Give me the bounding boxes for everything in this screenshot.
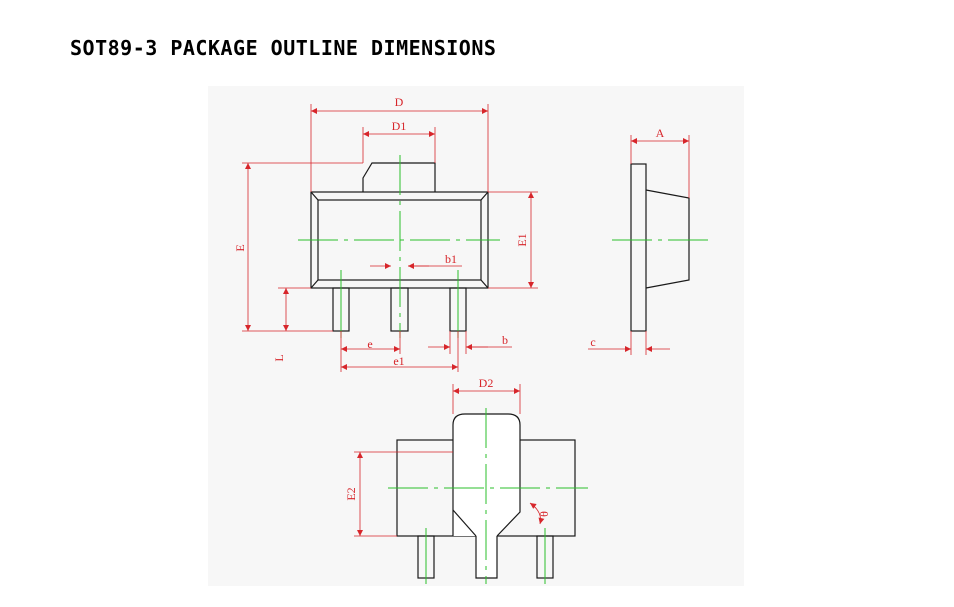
dim-label-b: b <box>502 333 508 347</box>
dim-label-theta: θ <box>537 511 551 517</box>
dim-label-d2: D2 <box>479 376 494 390</box>
dim-label-e1: E1 <box>515 233 529 246</box>
dim-label-b1: b1 <box>445 252 457 266</box>
top-view-dimensions <box>242 104 538 372</box>
side-view <box>630 163 690 332</box>
dim-label-e1-pitch: e1 <box>393 354 404 368</box>
side-view-lead <box>630 163 647 332</box>
dim-label-e: E <box>233 244 247 251</box>
dim-label-c: c <box>590 335 595 349</box>
dim-label-d1: D1 <box>392 119 407 133</box>
bottom-view-dimensions <box>354 384 545 537</box>
dim-label-e-pitch: e <box>367 337 372 351</box>
dim-label-e2: E2 <box>344 487 358 500</box>
dim-label-l: L <box>272 354 286 361</box>
side-view-dimensions <box>588 135 690 355</box>
side-view-body <box>645 189 690 289</box>
top-view-centerlines <box>298 155 500 338</box>
dim-label-a: A <box>656 126 665 140</box>
dim-label-d: D <box>395 95 404 109</box>
top-view-tab <box>362 162 436 192</box>
page-title: SOT89-3 PACKAGE OUTLINE DIMENSIONS <box>70 36 497 60</box>
bottom-view-centerlines <box>388 408 588 584</box>
